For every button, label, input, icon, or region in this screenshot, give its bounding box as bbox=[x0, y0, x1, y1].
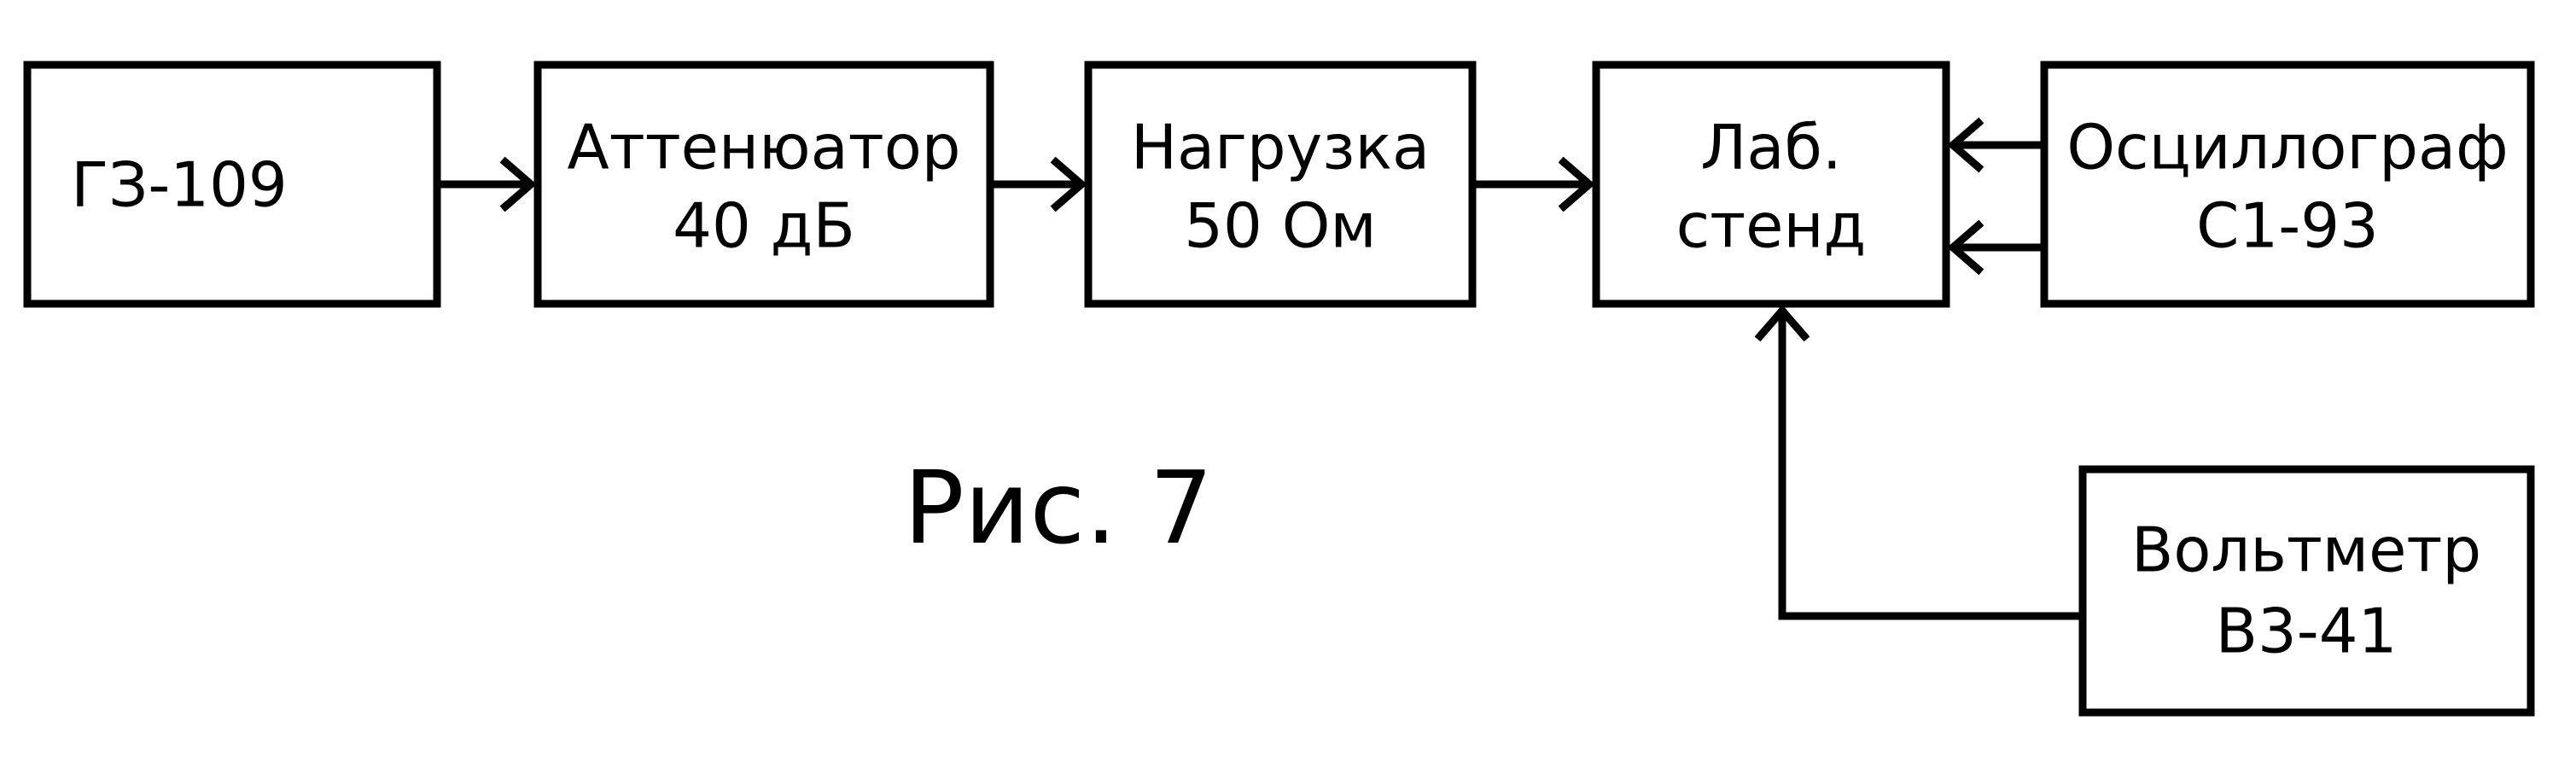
arrow-voltmeter-to-lab-stand bbox=[1754, 305, 2083, 620]
arrow-attenuator-to-load bbox=[990, 156, 1087, 212]
oscilloscope-block: Осциллограф С1-93 bbox=[2040, 61, 2535, 308]
lab-stand-label-line2: стенд bbox=[1676, 190, 1867, 262]
voltmeter-label-line2: В3-41 bbox=[2216, 596, 2398, 667]
oscilloscope-label-line2: С1-93 bbox=[2196, 190, 2379, 262]
generator-block: ГЗ-109 bbox=[23, 61, 441, 308]
lab-stand-block: Лаб. стенд bbox=[1592, 61, 1950, 308]
arrow-generator-to-attenuator bbox=[437, 156, 537, 212]
arrow-load-to-lab-stand bbox=[1472, 156, 1595, 212]
arrow-oscilloscope-to-lab-stand-lower bbox=[1947, 219, 2044, 276]
load-label-line2: 50 Ом bbox=[1184, 190, 1377, 262]
lab-stand-label-line1: Лаб. bbox=[1700, 112, 1842, 183]
load-block: Нагрузка 50 Ом bbox=[1084, 61, 1477, 308]
voltmeter-label-line1: Вольтметр bbox=[2131, 514, 2481, 586]
attenuator-label-line1: Аттенюатор bbox=[568, 112, 961, 183]
attenuator-label-line2: 40 дБ bbox=[673, 190, 855, 262]
arrow-oscilloscope-to-lab-stand-upper bbox=[1947, 117, 2044, 173]
oscilloscope-label-line1: Осциллограф bbox=[2066, 112, 2508, 183]
load-label-line1: Нагрузка bbox=[1131, 112, 1430, 183]
figure-caption: Рис. 7 bbox=[904, 449, 1214, 567]
attenuator-block: Аттенюатор 40 дБ bbox=[533, 61, 994, 308]
generator-label: ГЗ-109 bbox=[71, 149, 287, 221]
voltmeter-block: Вольтметр В3-41 bbox=[2078, 465, 2535, 717]
